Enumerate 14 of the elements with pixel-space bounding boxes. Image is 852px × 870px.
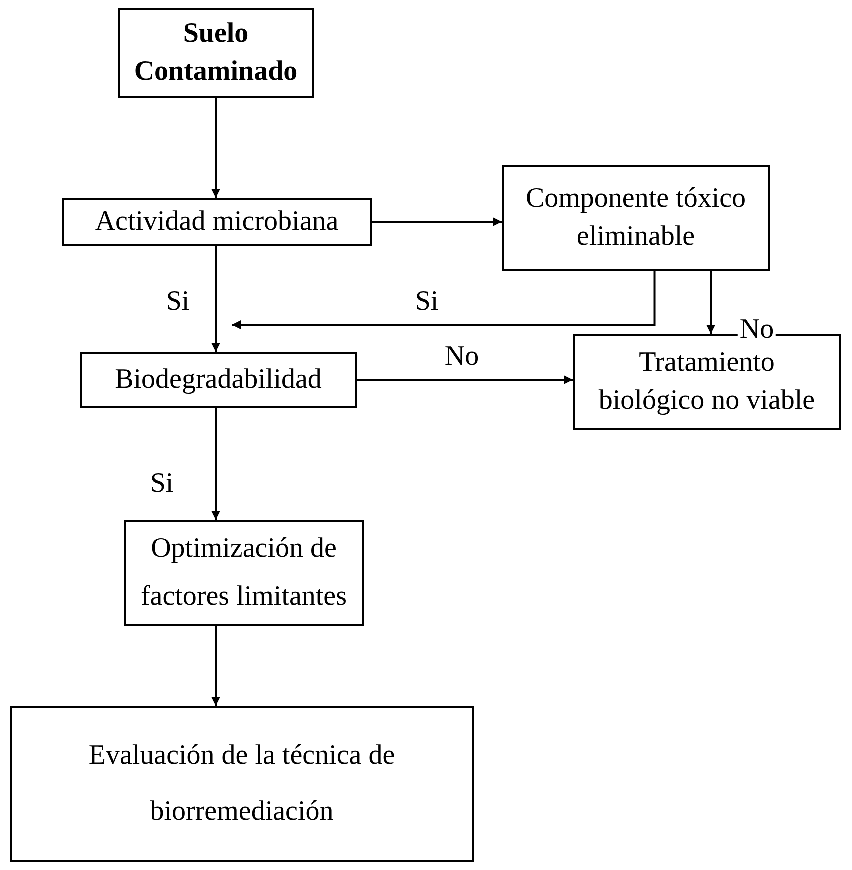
arrow: [212, 408, 220, 520]
arrow: [372, 218, 502, 226]
arrow: [212, 626, 220, 706]
process-box: Biodegradabilidad: [80, 352, 357, 408]
arrow: [706, 271, 716, 334]
process-box: Optimización de factores limitantes: [124, 520, 364, 626]
process-box: Evaluación de la técnica de biorremediación: [10, 706, 474, 862]
process-box: Suelo Contaminado: [118, 8, 314, 98]
process-box: Componente tóxico eliminable: [502, 165, 770, 271]
process-box: Actividad microbiana: [62, 198, 372, 246]
arrow: [232, 271, 656, 330]
arrow: [357, 376, 573, 384]
arrow: [212, 98, 220, 198]
arrow: [212, 246, 220, 352]
